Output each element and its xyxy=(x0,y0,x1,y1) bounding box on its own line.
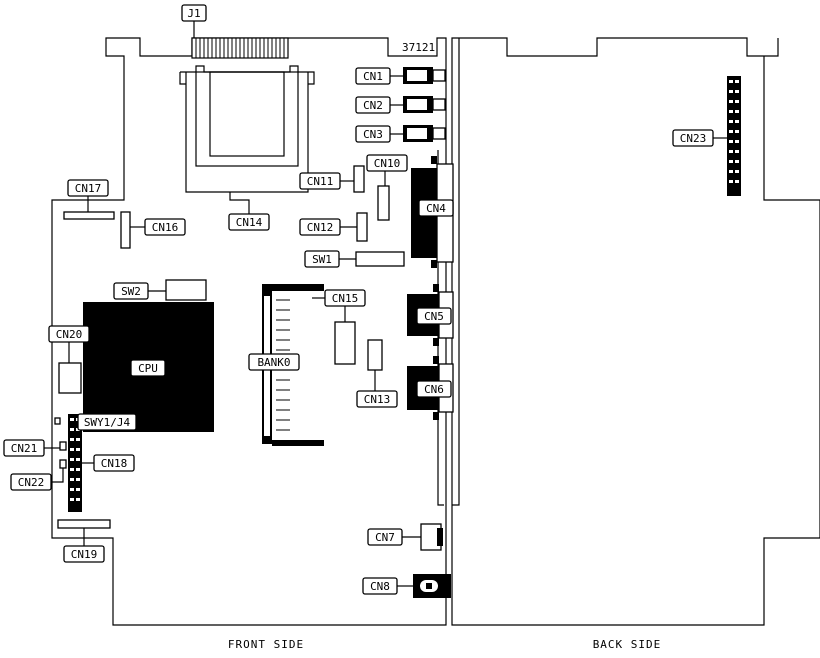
cn17-label: CN17 xyxy=(75,182,102,195)
cn2-connector xyxy=(403,96,446,113)
cn4-label: CN4 xyxy=(426,202,446,215)
back-bracket xyxy=(452,38,460,506)
cn12-label: CN12 xyxy=(307,221,334,234)
cn4-callout-box xyxy=(418,199,454,217)
j1-pins xyxy=(195,38,285,58)
cn8-label: CN8 xyxy=(370,580,390,593)
cn7-connector xyxy=(420,523,443,551)
cn12-connector xyxy=(356,212,368,242)
cn1-label: CN1 xyxy=(363,70,383,83)
cn20-connector xyxy=(58,362,82,394)
cn20-label: CN20 xyxy=(56,328,83,341)
cn5-callout-box xyxy=(416,307,452,325)
cn3-connector xyxy=(403,125,446,142)
cn23-pin-holes xyxy=(729,80,739,183)
cpu-label: CPU xyxy=(138,362,158,375)
bank0-label: BANK0 xyxy=(257,356,290,369)
cn3-label: CN3 xyxy=(363,128,383,141)
swy1-j4-marker xyxy=(54,417,61,425)
cn7-label: CN7 xyxy=(375,531,395,544)
cn2-label: CN2 xyxy=(363,99,383,112)
cn15-label: CN15 xyxy=(332,292,359,305)
swy1-j4-label: SWY1/J4 xyxy=(84,416,131,429)
cn14-socket xyxy=(179,65,315,193)
back-side-caption: BACK SIDE xyxy=(593,638,662,651)
board-number: 37121 xyxy=(402,41,435,54)
cpu-callout-box xyxy=(130,359,166,377)
cn18-label: CN18 xyxy=(101,457,128,470)
cn13-connector xyxy=(367,339,383,371)
cn22-label: CN22 xyxy=(18,476,45,489)
cn21-label: CN21 xyxy=(11,442,38,455)
cn5-label: CN5 xyxy=(424,310,444,323)
cn11-connector xyxy=(353,165,365,193)
cn21-connector xyxy=(59,441,67,451)
cn13-callout-box xyxy=(356,390,398,408)
cn6-callout-box xyxy=(416,380,452,398)
cn15-connector xyxy=(334,321,356,365)
cn11-label: CN11 xyxy=(307,175,334,188)
j1-label: J1 xyxy=(187,7,200,20)
cn16-label: CN16 xyxy=(152,221,179,234)
cn8-connector xyxy=(413,574,451,598)
back-board-outline xyxy=(451,37,820,626)
cn10-connector xyxy=(377,185,390,221)
cn10-label: CN10 xyxy=(374,157,401,170)
swy1-j4-callout-box xyxy=(77,413,137,431)
sw1-switch xyxy=(355,251,405,267)
cn10-callout-box xyxy=(366,154,408,172)
cn19-connector xyxy=(57,519,111,529)
cn14-label: CN14 xyxy=(236,216,263,229)
front-side-caption: FRONT SIDE xyxy=(228,638,304,651)
cn23-label: CN23 xyxy=(680,132,707,145)
cn13-label: CN13 xyxy=(364,393,391,406)
cn16-connector xyxy=(120,211,131,249)
cn23-header xyxy=(727,76,741,196)
cn22-connector xyxy=(59,459,67,469)
io-bracket xyxy=(437,150,444,506)
cn17-connector xyxy=(63,211,115,220)
cn1-connector xyxy=(403,67,446,84)
cn19-label: CN19 xyxy=(71,548,98,561)
cn6-label: CN6 xyxy=(424,383,444,396)
sw2-switch xyxy=(165,279,207,301)
sw2-label: SW2 xyxy=(121,285,141,298)
sw1-label: SW1 xyxy=(312,253,332,266)
bank0-callout-box xyxy=(248,353,300,371)
